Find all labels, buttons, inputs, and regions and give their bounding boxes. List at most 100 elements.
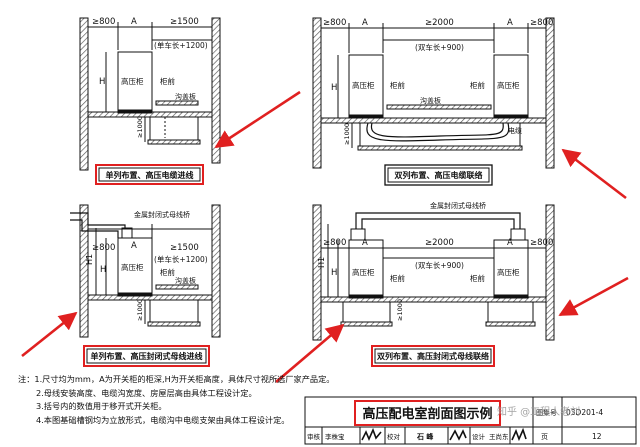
dim-mid-label: ≥2000	[425, 18, 454, 28]
h-label: H	[331, 268, 337, 278]
cable-trench	[359, 123, 521, 147]
caption-text: 双列布置、高压封闭式母线联络	[377, 351, 489, 361]
page-number: 12	[592, 432, 602, 441]
front-label: 柜前	[160, 76, 175, 86]
carlen-label: (单车长+1200)	[154, 40, 208, 50]
drawing-notes: 注：1.尺寸均为mm，A为开关柜的柜深,H为开关柜高度，具体尺寸视所选厂家产品定…	[18, 373, 335, 427]
panel-single-row-busbar-entry	[70, 204, 221, 338]
watermark-text: 知乎 @工程人老刘	[497, 405, 580, 418]
panel-double-row-busbar-link	[312, 204, 555, 341]
floor-slab	[320, 296, 547, 303]
depth-label: ≥1000	[136, 299, 144, 321]
signature-icon	[361, 427, 382, 441]
arrow-icon	[214, 90, 301, 149]
signature-icon	[449, 429, 467, 441]
trench-cover	[386, 104, 492, 110]
page-label: 页	[541, 433, 548, 441]
left-wall	[79, 17, 89, 171]
floor-slab	[320, 117, 547, 124]
h-label: H	[331, 83, 337, 93]
panel-br-labels: ≥800 A ≥2000 A ≥800 (双车长+900) 金属封闭式母线桥 高…	[317, 201, 553, 321]
left-wall	[312, 204, 322, 341]
red-annotation-arrows	[21, 90, 629, 383]
caption-box-tl: 单列布置、高压电缆进线	[95, 164, 204, 185]
panel-tr-labels: ≥800 A ≥2000 A ≥800 (双车长+900) 高压柜 柜前 柜前 …	[323, 18, 553, 145]
carlen-label: (双车长+900)	[415, 260, 464, 270]
dim-mid-label: ≥2000	[425, 238, 454, 248]
left-wall	[79, 204, 89, 338]
cable-trench	[149, 117, 199, 141]
cable-trench-2	[487, 302, 534, 323]
signature-marks	[361, 427, 527, 442]
front-1-label: 柜前	[390, 80, 405, 90]
review-label: 审核	[307, 432, 321, 441]
plate-label: 沟盖板	[420, 96, 441, 105]
h1-label: H1	[85, 254, 94, 265]
right-wall	[545, 204, 555, 341]
arrow-icon	[558, 276, 629, 317]
front-1-label: 柜前	[390, 273, 405, 283]
busbar-bridge	[70, 212, 126, 238]
dim-right-label: ≥800	[530, 18, 553, 28]
arrow-icon	[561, 148, 627, 200]
signature-icon	[511, 427, 527, 442]
dim-right-label: ≥1500	[170, 243, 199, 253]
caption-text: 双列布置、高压电缆联络	[395, 170, 483, 180]
dim-a2-label: A	[507, 238, 513, 248]
depth-label: ≥1000	[136, 116, 144, 138]
dim-a-label: A	[131, 17, 137, 27]
cabinet-2-label: 高压柜	[497, 267, 520, 277]
caption-text: 单列布置、高压电缆进线	[106, 170, 194, 180]
design-label: 设计	[472, 432, 486, 441]
caption-highlight	[95, 164, 204, 185]
note-line: 3.括号内的数值用于移开式开关柜。	[36, 401, 167, 412]
carlen-label: (双车长+900)	[415, 42, 464, 52]
dim-left-label: ≥800	[323, 238, 346, 248]
title-block	[304, 396, 637, 445]
arrow-icon	[275, 323, 345, 383]
cabinet-2-label: 高压柜	[497, 80, 520, 90]
front-2-label: 柜前	[470, 80, 485, 90]
right-wall	[211, 204, 221, 338]
caption-highlight	[83, 345, 210, 367]
trench-cover	[155, 284, 199, 290]
front-2-label: 柜前	[470, 273, 485, 283]
linking-cable	[366, 122, 510, 142]
arrow-icon	[21, 311, 78, 358]
busbar-label: 金属封闭式母线桥	[134, 210, 190, 219]
caption-box-br: 双列布置、高压封闭式母线联络	[371, 345, 495, 367]
cabinet-label: 高压柜	[121, 76, 144, 86]
check-label: 校对	[387, 432, 401, 441]
sheet-title: 高压配电室剖面图示例	[362, 406, 492, 422]
atlas-label: 图集号	[536, 408, 557, 417]
dim-a-label: A	[131, 241, 137, 251]
depth-label: ≥1000	[396, 299, 404, 321]
panel-bl-labels: ≥800 A ≥1500 (单车长+1200) 金属封闭式母线桥 高压柜 柜前 …	[85, 210, 208, 321]
front-label: 柜前	[160, 267, 175, 277]
busbar-bridge	[355, 212, 521, 240]
cabinet-1-label: 高压柜	[352, 267, 375, 277]
trench-bottom	[147, 139, 201, 145]
base-channel	[117, 109, 153, 114]
dim-right-label: ≥1500	[170, 17, 199, 27]
atlas-number: 03D201-4	[566, 408, 603, 417]
note-line: 注：1.尺寸均为mm，A为开关柜的柜深,H为开关柜高度，具体尺寸视所选厂家产品定…	[18, 374, 335, 384]
cable-trench-1	[342, 302, 391, 323]
right-wall	[545, 17, 555, 169]
plate-label: 沟盖板	[175, 92, 196, 101]
dim-left-label: ≥800	[323, 18, 346, 28]
check-name: 石 峰	[416, 432, 434, 441]
caption-highlight	[371, 345, 495, 367]
plate-label: 沟盖板	[175, 276, 196, 285]
dim-right-label: ≥800	[530, 238, 553, 248]
title-highlight	[354, 400, 501, 426]
dim-a-label: A	[362, 18, 368, 28]
design-name: 王尚东	[489, 432, 509, 441]
trench-cover	[155, 100, 199, 106]
h1-label: H1	[317, 257, 326, 268]
panel-single-row-cable-entry	[79, 17, 221, 171]
note-line: 4.本图基础槽钢均为立放形式，电缆沟中电缆支架由具体工程设计定。	[36, 414, 290, 425]
cable-trench	[149, 300, 199, 323]
h-label: H	[100, 265, 106, 275]
note-line: 2.母线安装高度、电缆沟宽度、房屋层高由具体工程设计定。	[36, 387, 257, 398]
